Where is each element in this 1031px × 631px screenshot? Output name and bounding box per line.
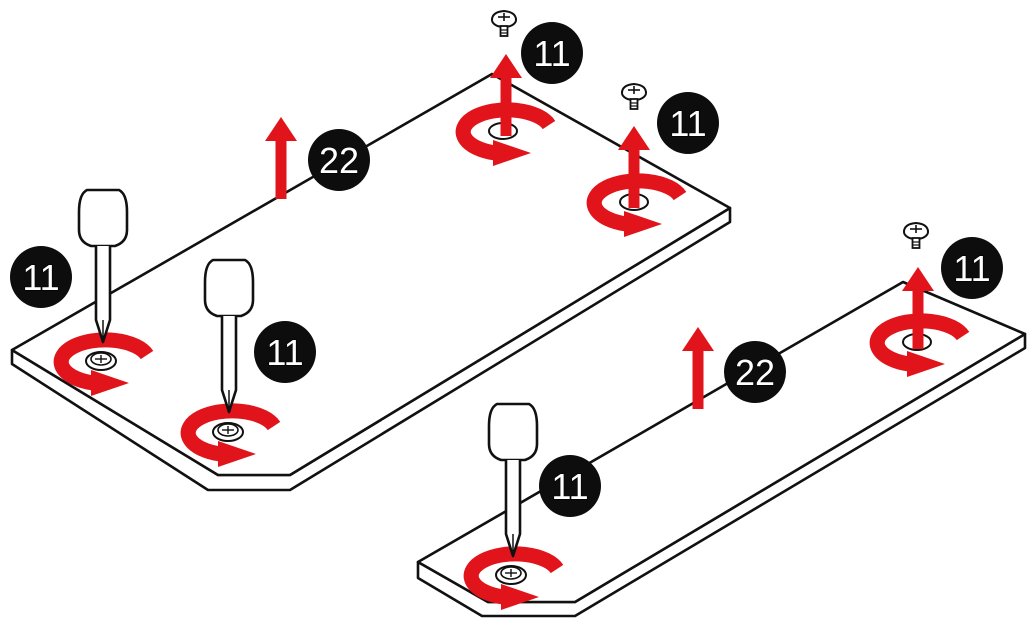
large-mounting-plate xyxy=(10,72,732,492)
step-badge-remove-small-left: 11 xyxy=(539,455,601,517)
step-badge-label: 11 xyxy=(669,103,706,144)
screw-head-icon xyxy=(495,565,527,585)
screw-icon xyxy=(621,83,647,110)
step-badge-label: 11 xyxy=(266,332,303,373)
step-badge-remove-small-right: 11 xyxy=(941,237,1003,299)
step-badge-label: 22 xyxy=(319,140,359,181)
step-badge-icon xyxy=(308,129,370,191)
step-badge-remove-top-2: 11 xyxy=(657,92,719,154)
step-badge-icon xyxy=(724,341,786,403)
step-badge-icon xyxy=(254,321,316,383)
step-badge-remove-top-1: 11 xyxy=(521,22,583,84)
screw-icon xyxy=(491,10,517,37)
step-badge-icon xyxy=(657,92,719,154)
step-badge-label: 11 xyxy=(953,248,990,289)
step-badge-icon xyxy=(10,246,72,308)
step-badge-remove-bottom-left: 11 xyxy=(10,246,72,308)
screw-head-icon xyxy=(212,422,244,442)
step-badge-label: 11 xyxy=(551,466,588,507)
step-badge-remove-bottom-center: 11 xyxy=(254,321,316,383)
step-badge-icon xyxy=(941,237,1003,299)
step-badge-icon xyxy=(539,455,601,517)
step-badge-label: 11 xyxy=(533,33,570,74)
screw-icon xyxy=(903,222,929,249)
step-badge-label: 22 xyxy=(735,352,775,393)
screw-head-icon xyxy=(85,351,117,371)
step-badge-icon xyxy=(521,22,583,84)
step-badge-label: 11 xyxy=(22,257,59,298)
step-badge-lift-small: 22 xyxy=(724,341,786,403)
plate-lift-arrow-icon xyxy=(265,117,297,199)
step-badge-lift-large: 22 xyxy=(308,129,370,191)
